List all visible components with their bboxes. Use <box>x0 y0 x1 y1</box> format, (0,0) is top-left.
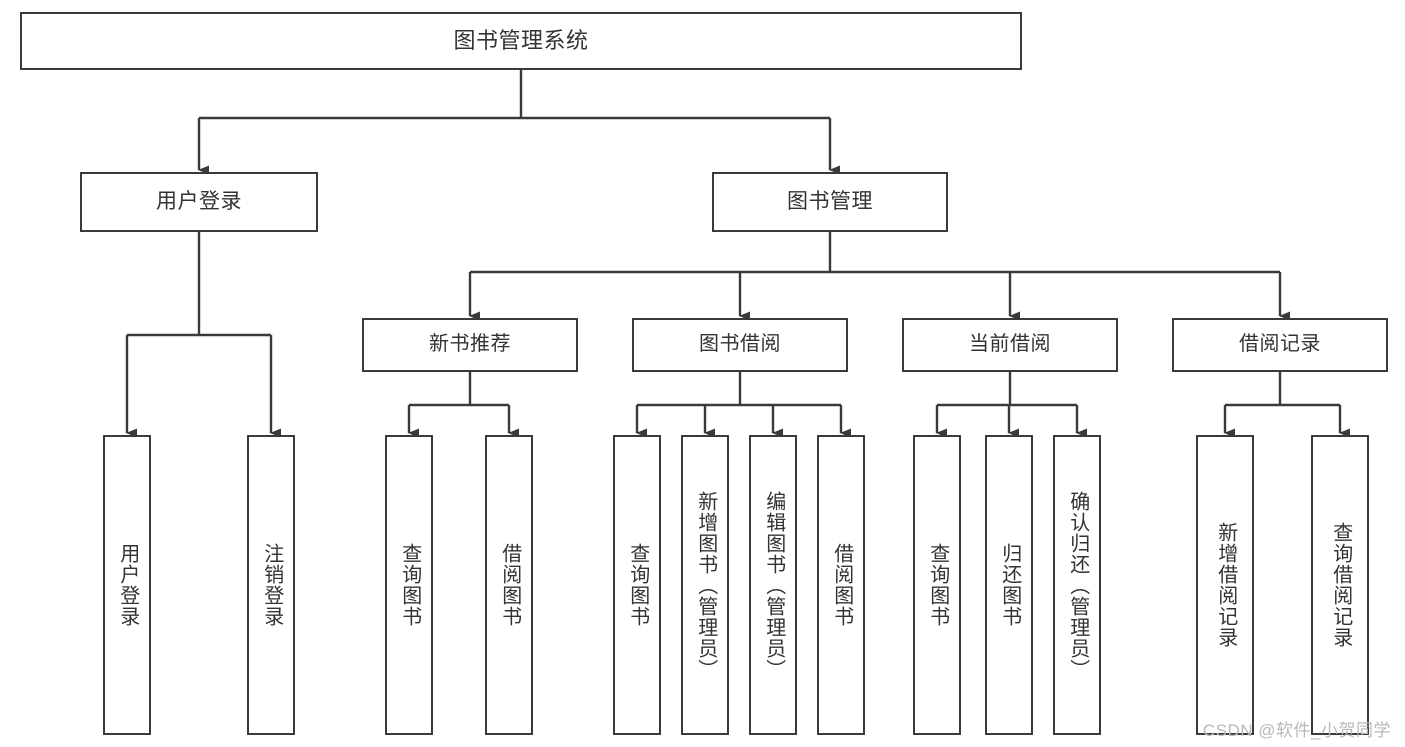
node-level3-label: 图书借阅 <box>699 333 781 356</box>
node-leaf-label: 查询图书 <box>626 543 649 627</box>
node-level2-label: 用户登录 <box>156 189 242 213</box>
node-leaf-8[interactable]: 借阅图书 <box>817 435 865 735</box>
node-level3-label: 新书推荐 <box>429 333 511 356</box>
node-leaf-3[interactable]: 查询图书 <box>385 435 433 735</box>
node-root-system[interactable]: 图书管理系统 <box>20 12 1022 70</box>
node-level3-1[interactable]: 新书推荐 <box>362 318 578 372</box>
node-leaf-label: 用户登录 <box>116 543 139 627</box>
watermark-text: CSDN @软件_小贺同学 <box>1202 721 1391 740</box>
node-leaf-2[interactable]: 注销登录 <box>247 435 295 735</box>
node-leaf-13[interactable]: 查询借阅记录 <box>1311 435 1369 735</box>
node-root-label: 图书管理系统 <box>453 28 589 54</box>
node-leaf-label: 注销登录 <box>260 543 283 627</box>
node-leaf-9[interactable]: 查询图书 <box>913 435 961 735</box>
node-leaf-7[interactable]: 编辑图书（管理员） <box>749 435 797 735</box>
node-level2-1[interactable]: 用户登录 <box>80 172 318 232</box>
node-leaf-4[interactable]: 借阅图书 <box>485 435 533 735</box>
node-level3-label: 当前借阅 <box>969 333 1051 356</box>
node-leaf-11[interactable]: 确认归还（管理员） <box>1053 435 1101 735</box>
node-leaf-label: 查询图书 <box>926 543 949 627</box>
node-leaf-label: 归还图书 <box>998 543 1021 627</box>
node-leaf-6[interactable]: 新增图书（管理员） <box>681 435 729 735</box>
node-level2-2[interactable]: 图书管理 <box>712 172 948 232</box>
node-leaf-label: 查询借阅记录 <box>1329 522 1352 648</box>
node-leaf-label: 新增借阅记录 <box>1214 522 1237 648</box>
node-leaf-label: 确认归还（管理员） <box>1066 490 1089 680</box>
node-leaf-label: 借阅图书 <box>498 543 521 627</box>
node-leaf-12[interactable]: 新增借阅记录 <box>1196 435 1254 735</box>
node-level3-3[interactable]: 当前借阅 <box>902 318 1118 372</box>
node-leaf-label: 查询图书 <box>398 543 421 627</box>
node-leaf-label: 借阅图书 <box>830 543 853 627</box>
node-leaf-label: 新增图书（管理员） <box>694 490 717 680</box>
node-leaf-10[interactable]: 归还图书 <box>985 435 1033 735</box>
node-level3-2[interactable]: 图书借阅 <box>632 318 848 372</box>
node-level3-4[interactable]: 借阅记录 <box>1172 318 1388 372</box>
node-level3-label: 借阅记录 <box>1239 333 1321 356</box>
node-leaf-label: 编辑图书（管理员） <box>762 490 785 680</box>
node-leaf-5[interactable]: 查询图书 <box>613 435 661 735</box>
node-level2-label: 图书管理 <box>787 189 873 213</box>
node-leaf-1[interactable]: 用户登录 <box>103 435 151 735</box>
